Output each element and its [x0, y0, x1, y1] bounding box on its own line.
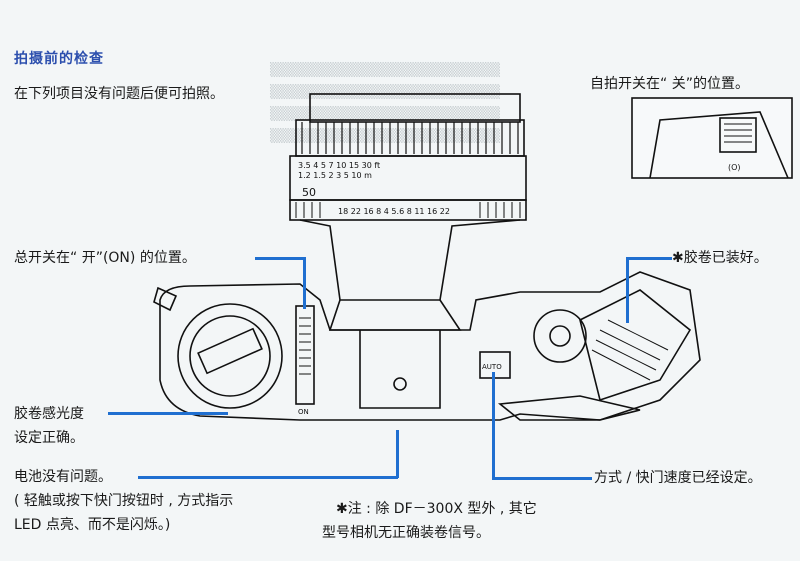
callout-film-speed-2: 设定正确。	[14, 430, 84, 446]
self-timer-inset	[631, 97, 793, 179]
main-switch-illustration	[295, 305, 315, 405]
aperture-scale: 18 22 16 8 4 5.6 8 11 16 22	[338, 207, 450, 216]
focal-length-label: 50	[302, 186, 316, 199]
leader-mode-shutter	[492, 477, 592, 480]
leader-mode-shutter-v	[492, 372, 495, 479]
lens-distance-scale-m: 1.2 1.5 2 3 5 10 m	[298, 171, 372, 180]
callout-battery-1: 电池没有问题。	[14, 469, 112, 485]
callout-film-loaded: ✱胶卷已装好。	[672, 250, 768, 266]
note-line-2: 型号相机无正确装卷信号。	[322, 525, 490, 541]
callout-film-speed-1: 胶卷感光度	[14, 406, 84, 422]
switch-on-label: ON	[298, 408, 309, 416]
leader-film-speed	[108, 412, 228, 415]
lens-illustration	[289, 93, 527, 221]
callout-battery-2: ( 轻触或按下快门按钮时 , 方式指示	[14, 493, 234, 509]
callout-self-timer: 自拍开关在“ 关”的位置。	[590, 76, 749, 92]
leader-film-loaded-v	[626, 257, 629, 323]
lens-distance-scale-ft: 3.5 4 5 7 10 15 30 ft	[298, 161, 380, 170]
leader-main-switch	[255, 257, 305, 260]
leader-film-loaded	[626, 257, 672, 260]
intro-text: 在下列项目没有问题后便可拍照。	[14, 86, 224, 102]
leader-main-switch-v	[303, 257, 306, 309]
shutter-dial-illustration	[533, 309, 587, 363]
leader-battery-v	[396, 430, 399, 478]
callout-battery-3: LED 点亮、而不是闪烁。)	[14, 517, 171, 533]
callout-mode-shutter: 方式 / 快门速度已经设定。	[594, 470, 762, 486]
note-line-1: ✱注 : 除 DF－300X 型外 , 其它	[336, 501, 537, 517]
leader-battery	[138, 476, 398, 479]
timer-off-label: (O)	[728, 163, 741, 172]
section-title: 拍摄前的检查	[14, 51, 104, 67]
callout-main-switch: 总开关在“ 开”(ON) 的位置。	[14, 250, 196, 266]
auto-label: AUTO	[482, 363, 502, 371]
ghost-text-background: ▒▒▒▒▒▒▒▒▒▒▒▒▒▒▒▒▒▒▒▒▒▒▒▒▒▒▒▒▒▒▒▒▒▒▒▒▒▒▒▒…	[270, 63, 500, 144]
